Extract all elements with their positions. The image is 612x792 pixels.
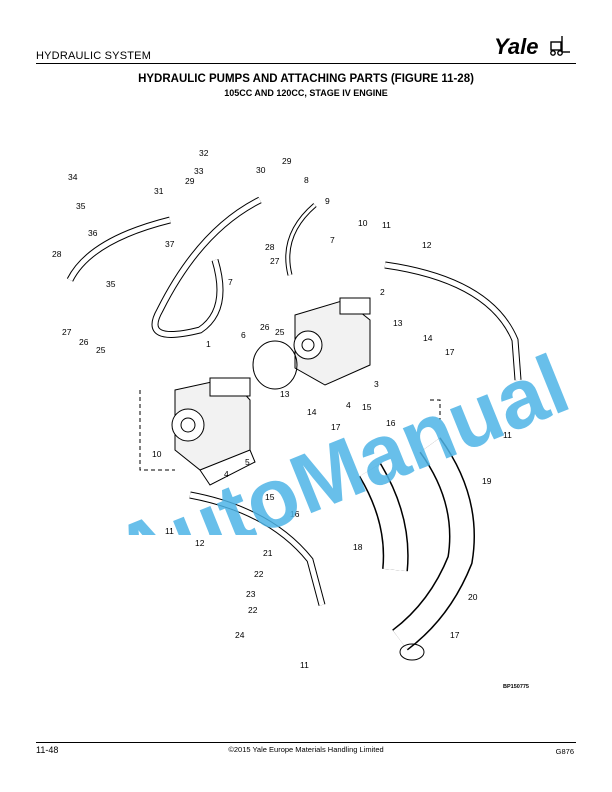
callout-27: 27 bbox=[62, 327, 72, 337]
hydraulic-pump-left bbox=[171, 377, 256, 486]
callout-19: 19 bbox=[482, 476, 492, 486]
hose-31 bbox=[66, 216, 171, 282]
callout-13: 13 bbox=[393, 318, 403, 328]
figure-reference: BP150775 bbox=[503, 684, 529, 690]
callout-12: 12 bbox=[422, 240, 432, 250]
section-title: HYDRAULIC SYSTEM bbox=[36, 50, 152, 62]
callout-31: 31 bbox=[154, 186, 164, 196]
callout-33: 33 bbox=[194, 166, 204, 176]
callout-1: 1 bbox=[206, 339, 211, 349]
callout-labels: 1 2 3 4 4 5 6 7 7 8 9 10 10 11 11 11 11 … bbox=[52, 148, 512, 670]
doc-code: G876 bbox=[555, 747, 574, 756]
callout-6: 6 bbox=[241, 330, 246, 340]
callout-21: 21 bbox=[263, 548, 273, 558]
parts-diagram: 1 2 3 4 4 5 6 7 7 8 9 10 10 11 11 11 11 … bbox=[52, 148, 529, 690]
callout-37: 37 bbox=[165, 239, 175, 249]
callout-16b: 16 bbox=[290, 509, 300, 519]
forklift-icon bbox=[550, 36, 570, 56]
callout-11c: 11 bbox=[165, 526, 174, 536]
callout-23: 23 bbox=[246, 589, 256, 599]
callout-15b: 15 bbox=[265, 492, 275, 502]
callout-7: 7 bbox=[228, 277, 233, 287]
callout-17: 17 bbox=[445, 347, 455, 357]
callout-8: 8 bbox=[304, 175, 309, 185]
callout-10b: 10 bbox=[152, 449, 162, 459]
callout-18: 18 bbox=[353, 542, 363, 552]
callout-11: 11 bbox=[382, 220, 391, 230]
callout-29b: 29 bbox=[282, 156, 292, 166]
callout-11d: 11 bbox=[300, 660, 309, 670]
callout-26: 26 bbox=[79, 337, 89, 347]
footer-rule bbox=[36, 742, 576, 743]
callout-4: 4 bbox=[346, 400, 351, 410]
copyright: ©2015 Yale Europe Materials Handling Lim… bbox=[228, 745, 384, 754]
callout-24: 24 bbox=[235, 630, 245, 640]
hydraulic-pump-right bbox=[293, 297, 371, 386]
callout-29: 29 bbox=[185, 176, 195, 186]
callout-3: 3 bbox=[374, 379, 379, 389]
callout-25: 25 bbox=[96, 345, 106, 355]
callout-27b: 27 bbox=[270, 256, 280, 266]
callout-28b: 28 bbox=[265, 242, 275, 252]
callout-15: 15 bbox=[362, 402, 372, 412]
callout-5: 5 bbox=[245, 457, 250, 467]
callout-16: 16 bbox=[386, 418, 396, 428]
callout-35b: 35 bbox=[106, 279, 116, 289]
figure-subtitle: 105CC AND 120CC, STAGE IV ENGINE bbox=[224, 88, 388, 98]
callout-22: 22 bbox=[254, 569, 264, 579]
callout-20: 20 bbox=[468, 592, 478, 602]
callout-26b: 26 bbox=[260, 322, 270, 332]
callout-25b: 25 bbox=[275, 327, 285, 337]
gasket-ring bbox=[252, 340, 298, 390]
callout-17c: 17 bbox=[450, 630, 460, 640]
callout-2: 2 bbox=[380, 287, 385, 297]
svg-text:Yale: Yale bbox=[494, 34, 538, 59]
callout-11b: 11 bbox=[503, 430, 512, 440]
callout-9: 9 bbox=[325, 196, 330, 206]
callout-34: 34 bbox=[68, 172, 78, 182]
callout-14b: 14 bbox=[307, 407, 317, 417]
callout-17b: 17 bbox=[331, 422, 341, 432]
callout-35: 35 bbox=[76, 201, 86, 211]
callout-4b: 4 bbox=[224, 469, 229, 479]
yale-logo: Yale bbox=[494, 34, 570, 59]
header-rule bbox=[36, 63, 576, 64]
callout-12b: 12 bbox=[195, 538, 205, 548]
callout-22b: 22 bbox=[248, 605, 258, 615]
callout-32: 32 bbox=[199, 148, 209, 158]
hose-30 bbox=[151, 196, 262, 338]
figure-title: HYDRAULIC PUMPS AND ATTACHING PARTS (FIG… bbox=[138, 73, 474, 85]
callout-36: 36 bbox=[88, 228, 98, 238]
page-number: 11-48 bbox=[36, 745, 59, 755]
callout-10: 10 bbox=[358, 218, 368, 228]
callout-7b: 7 bbox=[330, 235, 335, 245]
callout-28: 28 bbox=[52, 249, 62, 259]
clamp-17 bbox=[399, 643, 425, 661]
callout-30: 30 bbox=[256, 165, 266, 175]
callout-14: 14 bbox=[423, 333, 433, 343]
callout-13b: 13 bbox=[280, 389, 290, 399]
